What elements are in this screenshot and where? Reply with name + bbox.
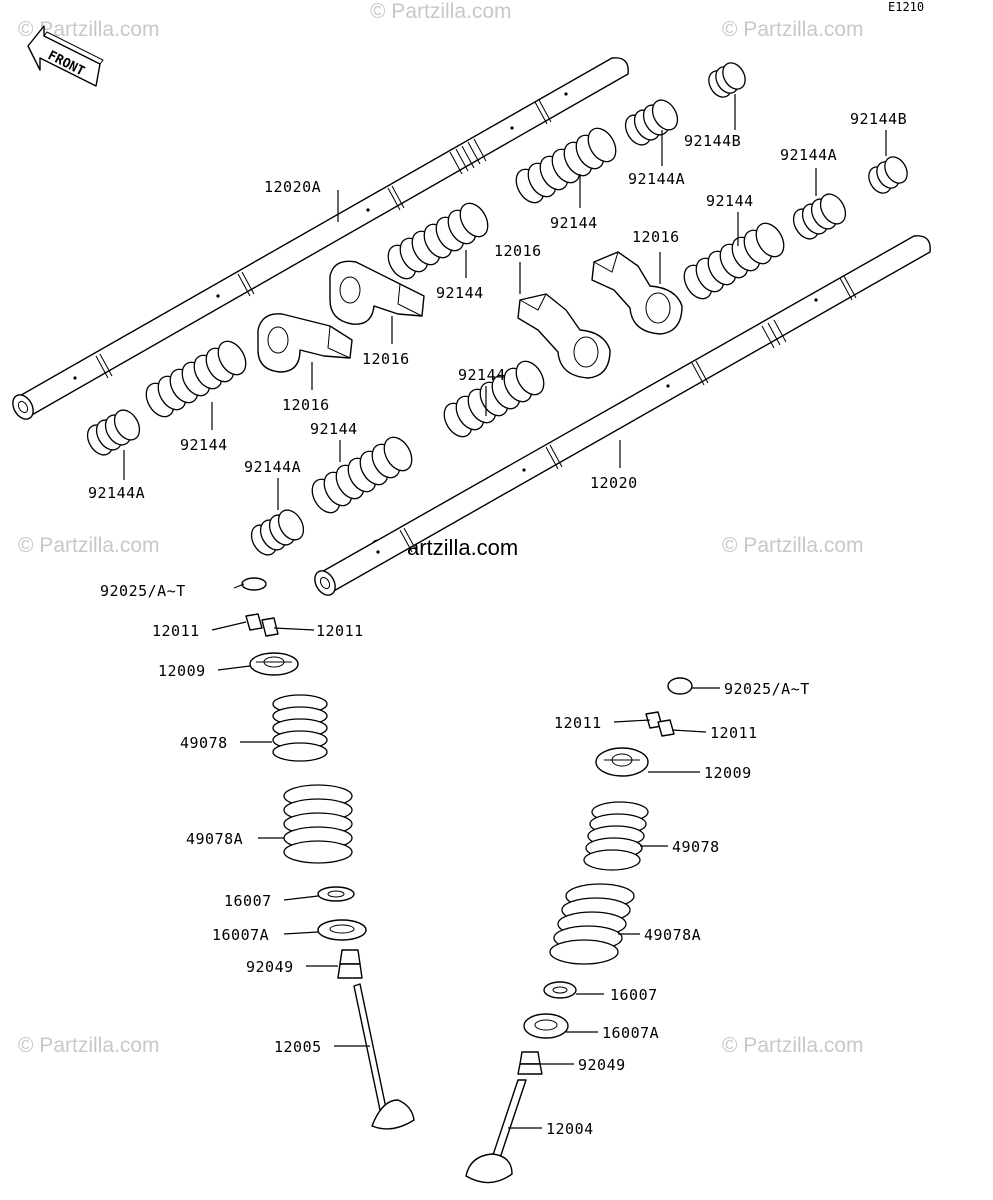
callout-92144a[interactable]: 92144A [244,458,301,476]
callout-92144a[interactable]: 92144A [88,484,145,502]
spring-92144-mid-right[interactable] [439,356,550,441]
callout-16007a[interactable]: 16007A [212,926,269,944]
rocker-arm-12016-d[interactable] [591,251,683,335]
callout-12004[interactable]: 12004 [546,1120,594,1138]
callout-92049[interactable]: 92049 [578,1056,626,1074]
valve-cap-92025-right[interactable] [667,677,693,695]
spring-92144a-upper[interactable] [620,96,682,150]
callout-12011[interactable]: 12011 [152,622,200,640]
callout-12020a[interactable]: 12020A [264,178,321,196]
callout-12009[interactable]: 12009 [704,764,752,782]
watermark: © Partzilla.com [18,534,160,557]
callout-12011[interactable]: 12011 [316,622,364,640]
watermark: © Partzilla.com [722,18,864,41]
washer-16007-right[interactable] [543,981,577,999]
callout-12011[interactable]: 12011 [710,724,758,742]
watermark: © Partzilla.com [722,534,864,557]
callout-92144b[interactable]: 92144B [684,132,741,150]
callout-12016[interactable]: 12016 [362,350,410,368]
callout-92144a[interactable]: 92144A [780,146,837,164]
callout-16007[interactable]: 16007 [224,892,272,910]
callout-12016[interactable]: 12016 [282,396,330,414]
valve-keeper-12011-right[interactable] [645,711,675,737]
leader-lines [123,94,887,1129]
watermark: © Partzilla.com [370,0,512,23]
diagram-code: E1210 [888,0,924,14]
spring-retainer-12009-left[interactable] [249,652,299,676]
callout-92144[interactable]: 92144 [310,420,358,438]
valve-keeper-12011-left[interactable] [245,613,279,637]
rocker-shaft-12020a[interactable] [9,57,629,423]
valve-cap-92025-left[interactable] [241,577,267,591]
callout-12020[interactable]: 12020 [590,474,638,492]
spring-92144a-right[interactable] [788,190,850,244]
spring-92144-mid-left[interactable] [383,198,494,283]
spring-92144-lower[interactable] [307,432,418,517]
callout-49078a[interactable]: 49078A [644,926,701,944]
valve-spring-49078-left[interactable] [272,694,328,762]
callout-12009[interactable]: 12009 [158,662,206,680]
watermark: © Partzilla.com [722,1034,864,1057]
valve-spring-49078a-right[interactable] [549,883,635,965]
spring-retainer-12009-right[interactable] [595,747,649,777]
callout-92144[interactable]: 92144 [458,366,506,384]
valve-spring-49078-right[interactable] [583,801,649,871]
callout-92049[interactable]: 92049 [246,958,294,976]
callout-49078a[interactable]: 49078A [186,830,243,848]
callout-92144[interactable]: 92144 [180,436,228,454]
spring-92144a-lower[interactable] [246,506,308,560]
callout-92144b[interactable]: 92144B [850,110,907,128]
valve-12005-exhaust[interactable] [353,983,415,1130]
callout-92144[interactable]: 92144 [706,192,754,210]
washer-16007a-right[interactable] [523,1013,569,1039]
washer-16007-left[interactable] [317,886,355,902]
rocker-shaft-12020[interactable] [311,235,931,599]
callout-92144[interactable]: 92144 [436,284,484,302]
rocker-arm-12016-b[interactable] [329,260,425,325]
callout-92025[interactable]: 92025/A~T [724,680,810,698]
spring-92144-upper[interactable] [511,123,622,207]
callout-12005[interactable]: 12005 [274,1038,322,1056]
valve-spring-49078a-left[interactable] [283,784,353,864]
watermark: © Partzilla.com [18,1034,160,1057]
spring-92144b-right[interactable] [864,153,911,197]
rocker-arm-12016-a[interactable] [257,313,353,373]
callout-49078[interactable]: 49078 [180,734,228,752]
spring-92144a-left[interactable] [82,406,144,460]
callout-labels: 12020A 92144B 92144A 92144B 92144 92144A… [88,110,907,1138]
valve-12004-intake[interactable] [465,1079,527,1184]
callout-16007[interactable]: 16007 [610,986,658,1004]
callout-12016[interactable]: 12016 [632,228,680,246]
spring-92144-right[interactable] [679,218,790,303]
callout-92025[interactable]: 92025/A~T [100,582,186,600]
callout-49078[interactable]: 49078 [672,838,720,856]
valve-seal-92049-right[interactable] [517,1051,543,1075]
spring-92144-left[interactable] [141,336,252,421]
callout-12016[interactable]: 12016 [494,242,542,260]
spring-92144b-top[interactable] [704,59,749,101]
callout-92144a[interactable]: 92144A [628,170,685,188]
washer-16007a-left[interactable] [317,919,367,941]
callout-92144[interactable]: 92144 [550,214,598,232]
callout-16007a[interactable]: 16007A [602,1024,659,1042]
rocker-arm-12016-c[interactable] [517,293,611,379]
valve-seal-92049-left[interactable] [337,949,363,979]
callout-12011[interactable]: 12011 [554,714,602,732]
